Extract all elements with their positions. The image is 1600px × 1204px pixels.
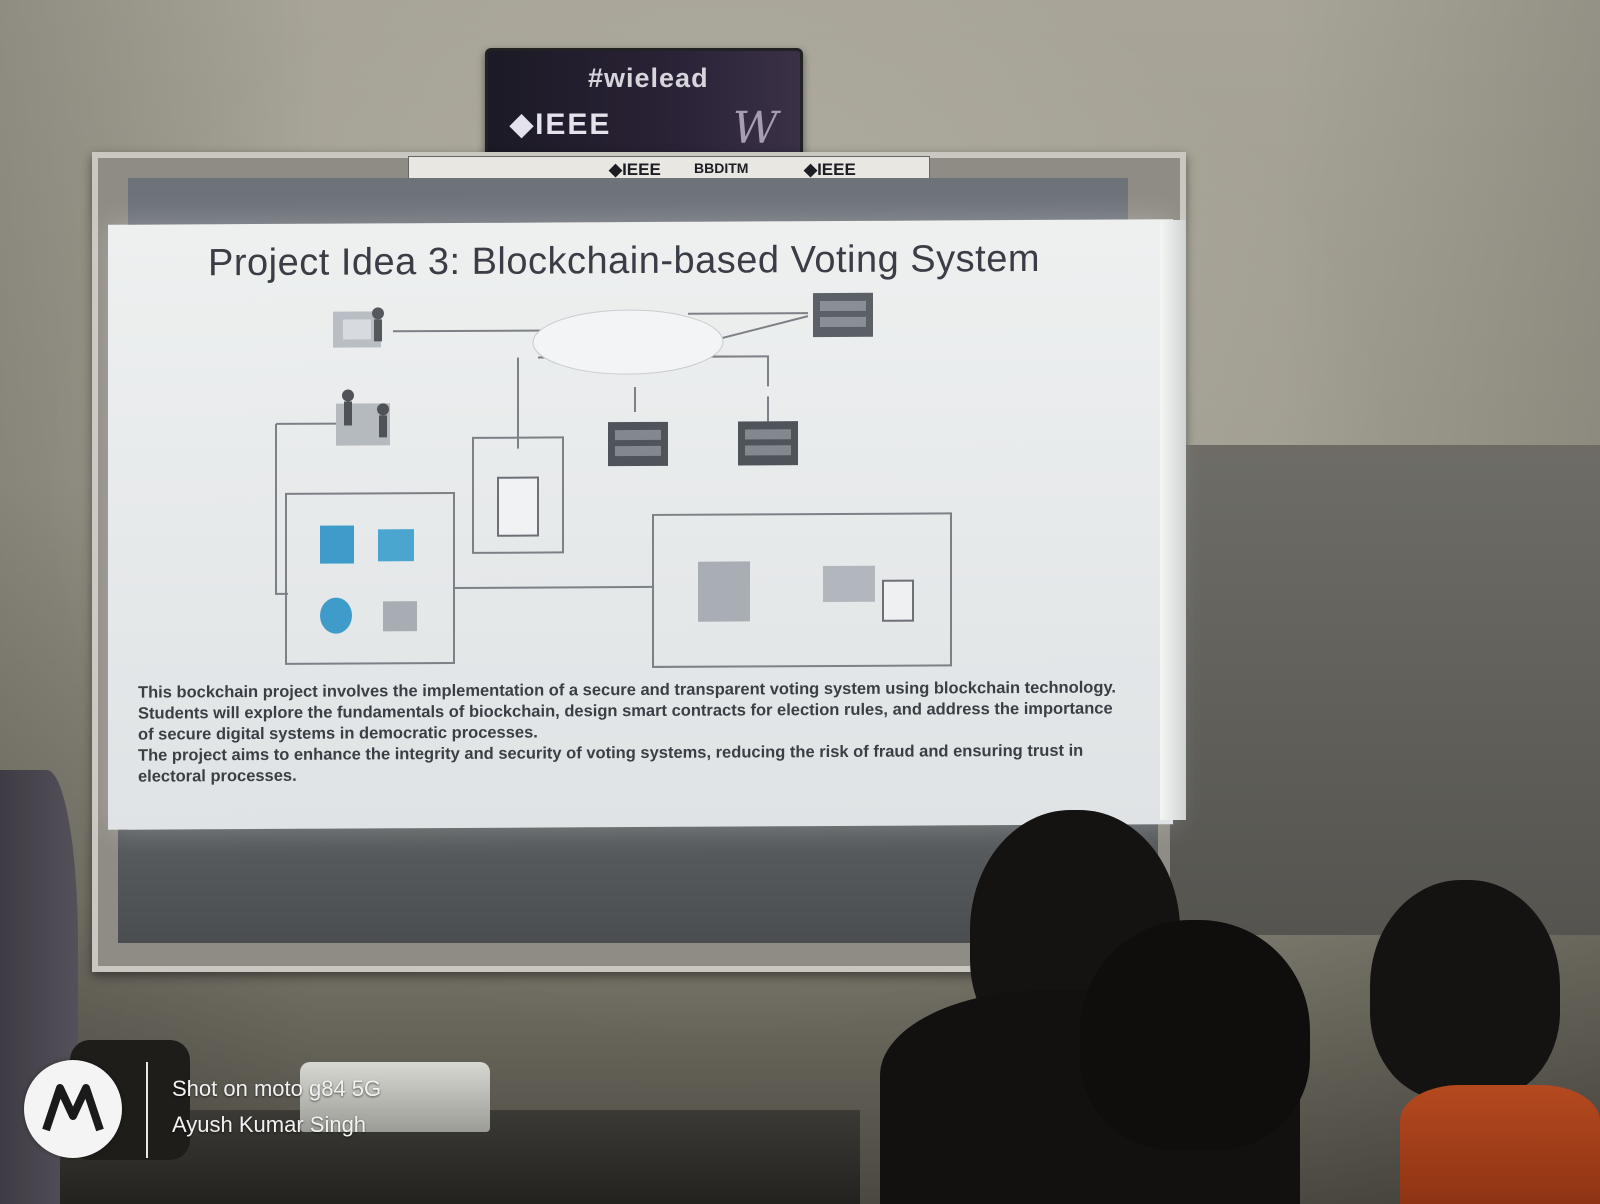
strip-ieee-left: ◆IEEE [609, 160, 661, 179]
banner-hashtag: #wielead [588, 63, 709, 93]
description-paragraph-2: The project aims to enhance the integrit… [138, 741, 1084, 786]
checklist-icon [882, 579, 914, 622]
motorola-logo-icon [24, 1060, 122, 1158]
admin-services-box [285, 491, 455, 665]
election-preparation-box [652, 512, 952, 668]
app-server-icon [320, 525, 354, 564]
database-icon [320, 597, 352, 634]
voter-list-icon [698, 561, 750, 622]
projector [300, 1062, 490, 1132]
strip-ieee-right: ◆IEEE [804, 160, 856, 179]
blockchain-node-1-icon [813, 292, 873, 338]
strip-bbditm: BBDITM [694, 160, 749, 176]
watermark-device: Shot on moto g84 5G [172, 1076, 382, 1101]
independent-audit-icon [608, 421, 668, 467]
audience-head-3 [1370, 880, 1560, 1100]
audience-head-2 [1080, 920, 1310, 1150]
architecture-diagram [275, 292, 952, 668]
audience-orange-shirt [1400, 1085, 1600, 1204]
slide-description: This bockchain project involves the impl… [138, 677, 1118, 787]
blockchain-node-2-icon [738, 421, 798, 466]
watermark-divider [146, 1062, 148, 1158]
voter-registration-icon [336, 389, 390, 446]
watermark-author: Ayush Kumar Singh [172, 1112, 367, 1137]
side-board [1170, 455, 1600, 935]
authority-election-board-box [472, 436, 564, 554]
cloud-icon [532, 309, 724, 375]
clipboard-icon [497, 476, 539, 537]
voter-icon [333, 307, 384, 348]
wall-rail [1160, 445, 1600, 455]
banner-ieee-logo: ◆IEEE [510, 108, 612, 141]
slide-spill-edge [1160, 220, 1186, 820]
election-management-icon [823, 565, 875, 603]
ieee-banner: #wielead ◆IEEE W [485, 48, 803, 162]
banner-signature-logo: W [732, 103, 778, 154]
description-paragraph-1: This bockchain project involves the impl… [138, 678, 1116, 744]
admin-icon [383, 601, 417, 632]
file-server-icon [378, 529, 414, 562]
board-top-panel [128, 178, 1128, 226]
projected-slide: Project Idea 3: Blockchain-based Voting … [108, 219, 1173, 830]
